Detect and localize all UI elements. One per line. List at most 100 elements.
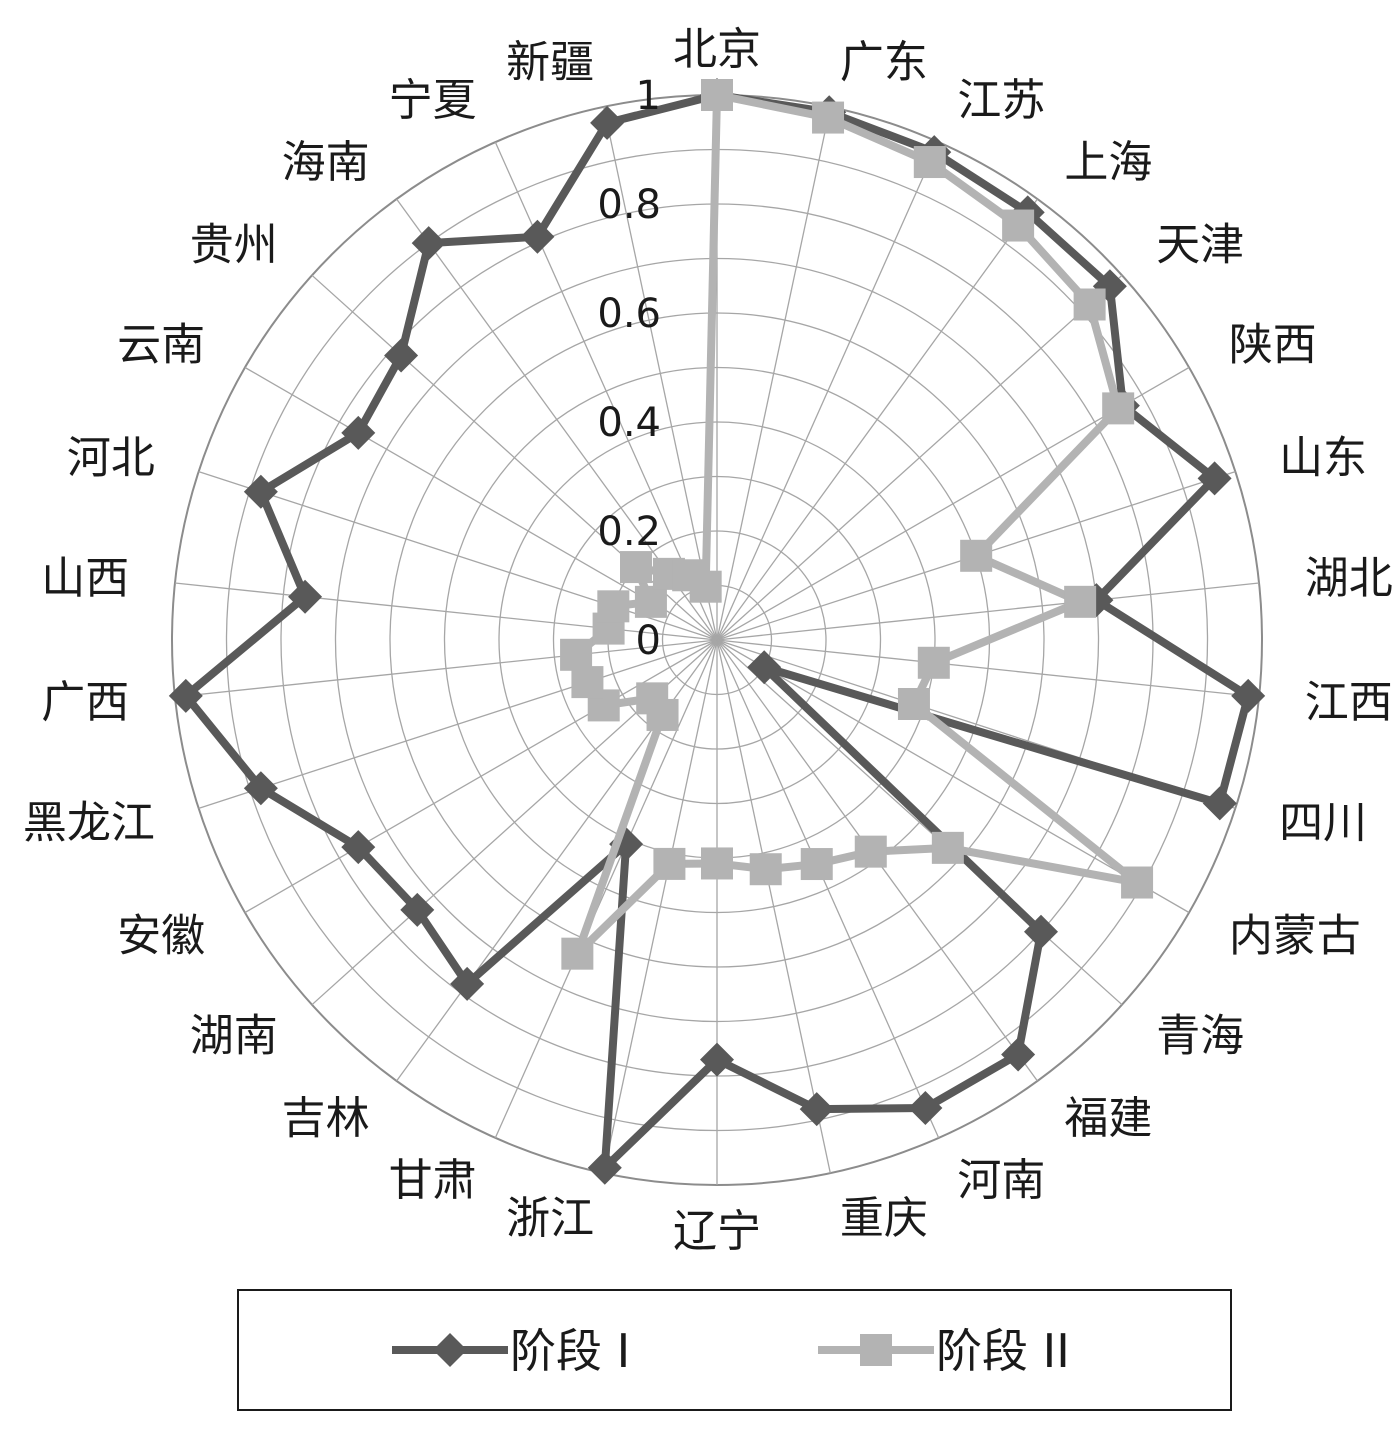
radial-tick-label: 0.4 <box>597 400 661 446</box>
series-2-point <box>913 146 946 179</box>
grid-spoke <box>198 470 718 641</box>
series-1-point <box>1024 914 1059 949</box>
series-2-point <box>560 638 593 671</box>
category-label: 吉林 <box>282 1093 370 1144</box>
legend-series-2-label: 阶段 II <box>936 1324 1070 1378</box>
category-label: 福建 <box>1064 1093 1152 1144</box>
category-label: 黑龙江 <box>23 798 155 849</box>
series-1-point <box>700 1042 734 1077</box>
grid-spoke <box>716 639 1123 1006</box>
series-2-point <box>1121 866 1154 899</box>
category-label: 甘肃 <box>389 1155 477 1206</box>
series-2-point <box>800 848 833 881</box>
series-1-point <box>288 579 323 614</box>
category-label: 浙江 <box>506 1193 594 1244</box>
category-label: 江苏 <box>957 75 1045 126</box>
category-label: 辽宁 <box>673 1206 761 1257</box>
series-1-point <box>747 650 782 685</box>
category-label: 广东 <box>840 37 928 88</box>
grid-spoke <box>716 106 831 641</box>
series-2-point <box>749 853 782 886</box>
grid-spoke <box>716 639 831 1174</box>
series-1-point <box>799 1092 834 1127</box>
grid-spoke <box>716 582 1260 641</box>
grid-spoke <box>174 582 718 641</box>
series-2-point <box>1073 288 1106 321</box>
series-2-point <box>634 585 667 618</box>
series-2-point <box>812 101 845 134</box>
series-2-point <box>931 831 964 864</box>
legend-box <box>237 1289 1232 1411</box>
series-1-point <box>341 415 376 450</box>
series-2-point <box>701 79 733 111</box>
series-1-point <box>243 474 278 509</box>
series-1-point <box>168 678 203 713</box>
series-1-point <box>1001 1037 1036 1072</box>
legend-series-1-marker <box>433 1333 467 1367</box>
series-2-point <box>1102 392 1135 425</box>
category-label: 贵州 <box>190 220 278 271</box>
series-1-point <box>341 830 376 865</box>
category-label: 河南 <box>957 1155 1045 1206</box>
series-1-point <box>1202 786 1237 821</box>
radar-spokes <box>174 95 1260 1185</box>
series-2-point <box>897 687 930 720</box>
series-2-point <box>597 590 630 623</box>
grid-spoke <box>716 639 1260 698</box>
category-label: 海南 <box>282 137 370 188</box>
grid-spoke <box>198 639 718 810</box>
series-2-point <box>854 835 887 868</box>
radial-tick-label: 0.2 <box>597 509 661 555</box>
category-label: 四川 <box>1279 798 1367 849</box>
series-2-point <box>653 847 686 880</box>
category-label: 安徽 <box>117 911 205 962</box>
category-label: 江西 <box>1305 677 1393 728</box>
radar-series <box>168 78 1266 1185</box>
series-1-point <box>587 1150 622 1185</box>
series-2-point <box>917 646 950 679</box>
grid-spoke <box>494 639 718 1139</box>
category-label: 湖北 <box>1305 553 1393 604</box>
category-label: 广西 <box>41 677 129 728</box>
grid-spoke <box>244 639 718 914</box>
legend-series-1-label: 阶段 I <box>510 1324 630 1378</box>
category-label: 内蒙古 <box>1229 911 1361 962</box>
grid-spoke <box>716 198 1038 641</box>
category-label: 重庆 <box>840 1193 928 1244</box>
series-1-point <box>450 966 485 1001</box>
radial-tick-label: 0.8 <box>597 182 661 228</box>
radial-tick-label: 0.6 <box>597 291 661 337</box>
grid-spoke <box>603 106 718 641</box>
legend: 阶段 I 阶段 II <box>237 1289 1232 1411</box>
series-2-point <box>689 570 722 603</box>
series-1-point <box>400 892 435 927</box>
series-2-point <box>571 666 604 699</box>
series-2-point <box>636 682 669 715</box>
series-2-point <box>1002 209 1035 242</box>
series-1-point <box>384 338 419 373</box>
category-label: 天津 <box>1156 220 1244 271</box>
grid-spoke <box>174 639 718 698</box>
series-2-point <box>960 539 993 572</box>
grid-spoke <box>716 274 1123 641</box>
category-label: 云南 <box>117 320 205 371</box>
grid-spoke <box>716 639 940 1139</box>
series-2-point <box>561 937 594 970</box>
category-label: 北京 <box>673 24 761 75</box>
radial-tick-labels: 00.20.40.60.81 <box>597 73 661 664</box>
series-1-point <box>1197 461 1232 496</box>
category-labels: 北京广东江苏上海天津陕西山东湖北江西四川内蒙古青海福建河南重庆辽宁浙江甘肃吉林湖… <box>23 24 1393 1257</box>
series-2-point <box>1064 585 1097 618</box>
radial-tick-label: 0 <box>636 618 661 664</box>
category-label: 上海 <box>1064 137 1152 188</box>
grid-spoke <box>716 141 940 641</box>
series-2-point <box>619 551 652 584</box>
category-label: 青海 <box>1156 1010 1244 1061</box>
series-1-point <box>908 1091 943 1126</box>
category-label: 陕西 <box>1229 320 1317 371</box>
series-1-point <box>520 219 555 254</box>
series-1-point <box>590 105 625 140</box>
category-label: 山东 <box>1279 432 1367 483</box>
category-label: 河北 <box>67 432 155 483</box>
